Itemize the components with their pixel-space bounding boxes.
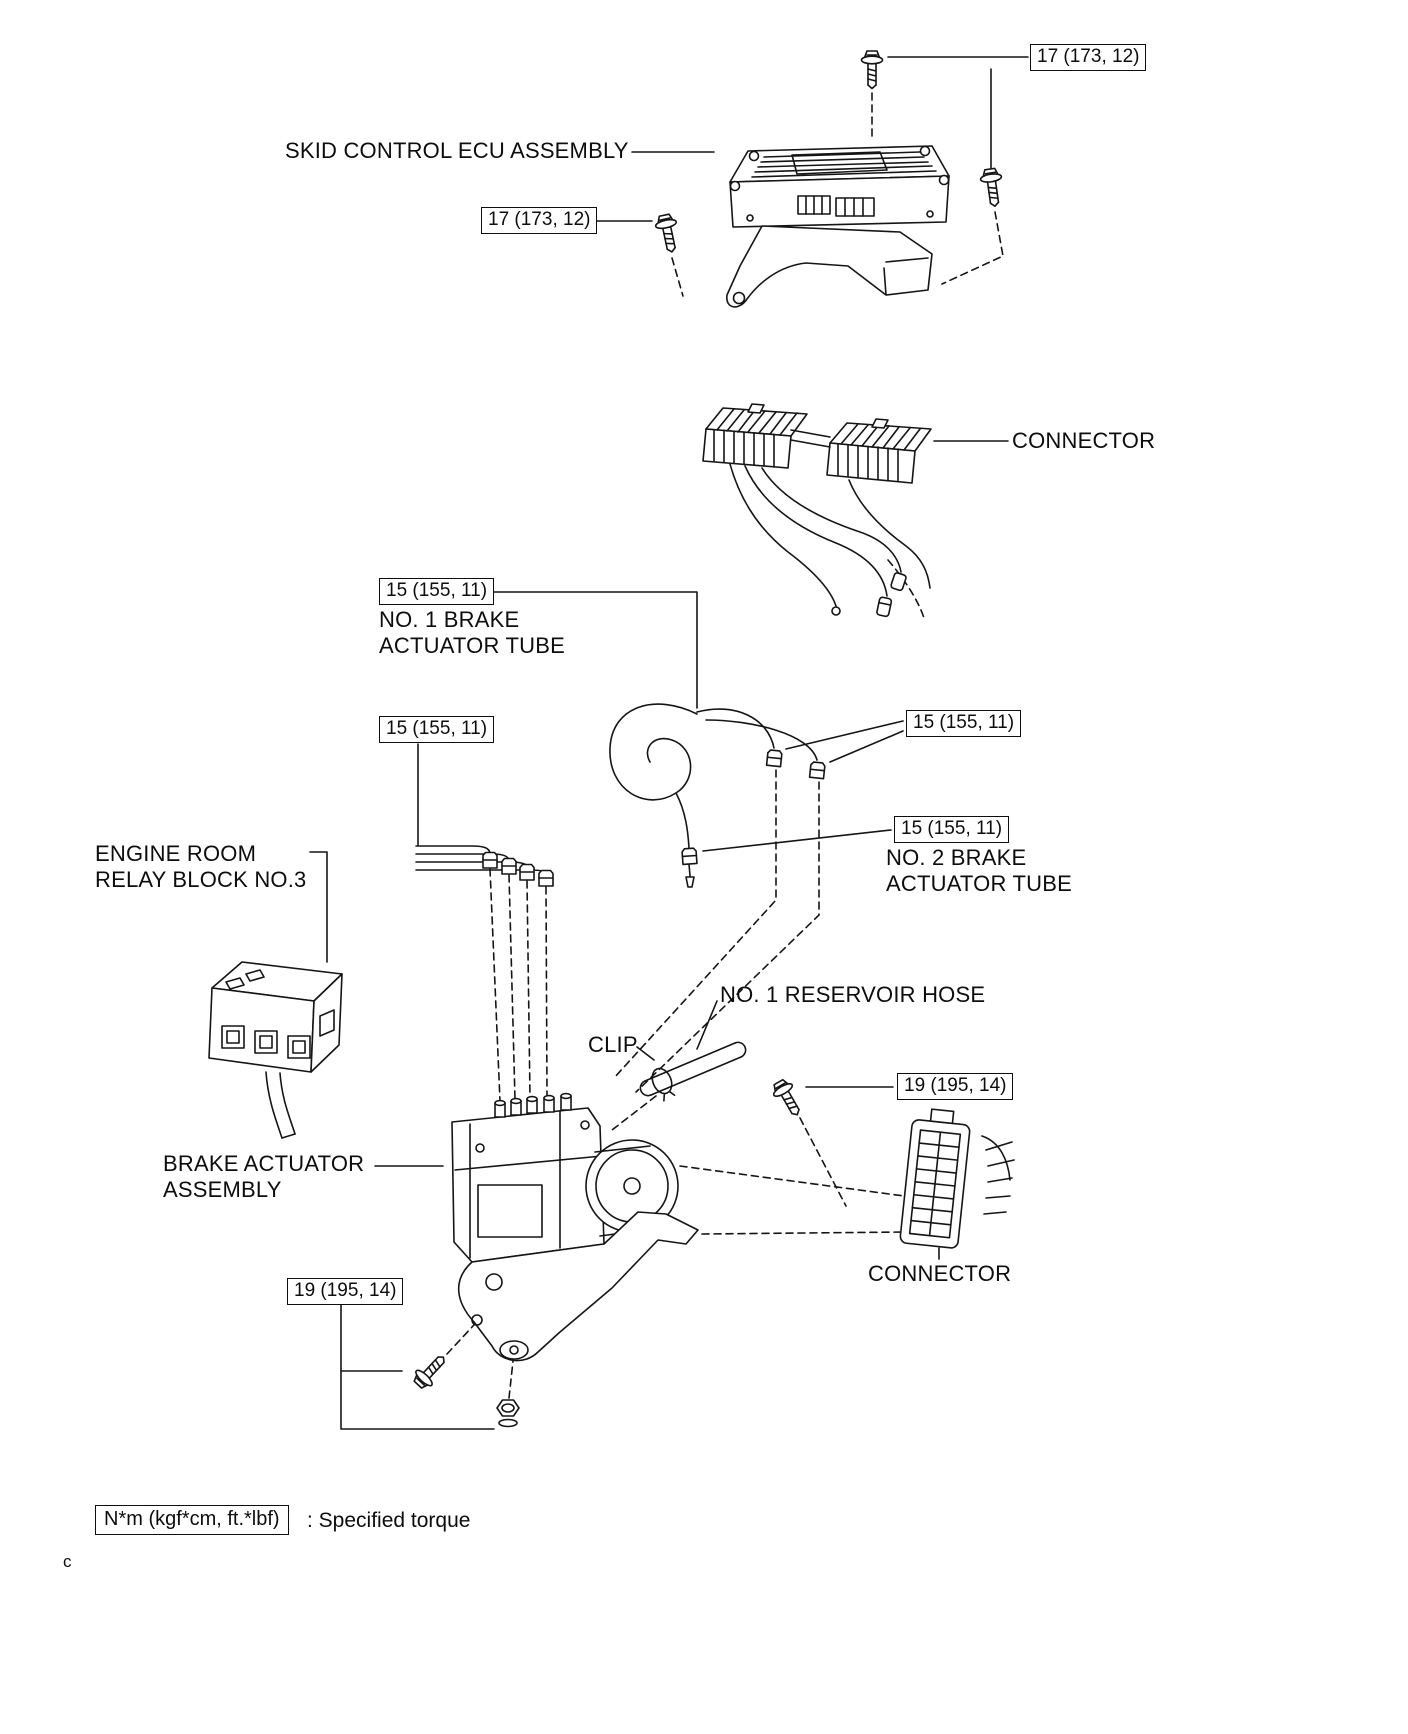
connector-harness-drawing [702,403,932,618]
clip-label: CLIP [588,1032,638,1057]
clip-drawing [651,1067,676,1102]
bolt-ecu-right [978,166,1007,209]
reservoir-hose-drawing [639,1041,747,1097]
torque-label-no1-tube: 15 (155, 11) [379,578,495,605]
relay-block-drawing [208,961,343,1139]
connector-lower-drawing [899,1108,1015,1249]
torque-label-tube-fittings-left: 15 (155, 11) [379,716,495,743]
nut-actuator-mount [496,1399,520,1428]
brake-actuator-label-line2: ASSEMBLY [163,1177,282,1202]
bolt-connector-bracket [768,1076,808,1121]
torque-legend-description: : Specified torque [307,1509,471,1532]
no1-brake-tube-label-line1: NO. 1 BRAKE [379,607,520,632]
brake-actuator-drawing [451,1092,699,1362]
no2-brake-tube-label-line1: NO. 2 BRAKE [886,845,1027,870]
brake-tube-drawing [415,703,826,888]
skid-control-ecu-label: SKID CONTROL ECU ASSEMBLY [285,138,629,163]
no1-brake-tube-label-line2: ACTUATOR TUBE [379,633,565,658]
torque-label-no2-tube: 15 (155, 11) [894,816,1010,843]
torque-label-ecu-bolt-top: 17 (173, 12) [1030,44,1147,71]
engine-room-relay-label-line2: RELAY BLOCK NO.3 [95,867,307,892]
torque-label-connector-bolt: 19 (195, 14) [897,1073,1014,1100]
connector-lower-label: CONNECTOR [868,1261,1012,1286]
brake-actuator-label-line1: BRAKE ACTUATOR [163,1151,365,1176]
torque-label-ecu-bolt-left: 17 (173, 12) [481,207,598,234]
bolt-ecu-left [653,212,683,255]
connector-upper-label: CONNECTOR [1012,428,1156,453]
leader-lines [309,56,1029,1430]
skid-control-ecu-drawing [726,145,950,308]
dashed-guides [446,92,1004,1399]
torque-label-tube-fittings-right: 15 (155, 11) [906,710,1022,737]
no2-brake-tube-label-line2: ACTUATOR TUBE [886,871,1072,896]
bolt-actuator-mount [409,1349,452,1393]
bolt-ecu-top [860,50,884,90]
page-corner-mark: c [63,1552,72,1571]
no1-reservoir-hose-label: NO. 1 RESERVOIR HOSE [720,982,986,1007]
torque-unit-legend-box: N*m (kgf*cm, ft.*lbf) [95,1505,289,1535]
torque-label-actuator-mount: 19 (195, 14) [287,1278,404,1305]
engine-room-relay-label-line1: ENGINE ROOM [95,841,257,866]
